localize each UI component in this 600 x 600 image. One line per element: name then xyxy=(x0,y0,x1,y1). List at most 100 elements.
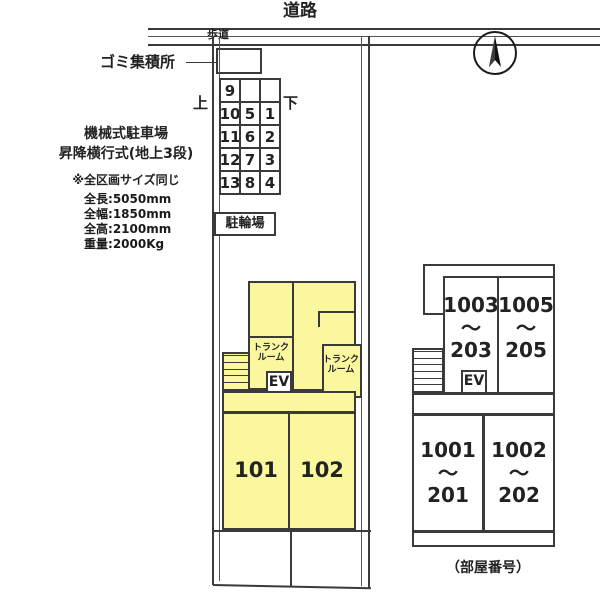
spec-row: 全幅:1850mm xyxy=(84,207,214,222)
spec-label: 全長 xyxy=(84,192,109,206)
key-lower-right-text: 1002 〜 202 xyxy=(491,438,547,508)
trunk-room-1-label: トランク ルーム xyxy=(248,336,294,370)
stairs-steps-right xyxy=(414,351,442,392)
parking-stall-7: 7 xyxy=(239,147,261,172)
bicycle-parking-box xyxy=(214,212,276,236)
stair-step xyxy=(414,351,442,352)
mechanical-parking-note: ※全区画サイズ同じ xyxy=(72,173,180,187)
site-boundary-right-inner xyxy=(361,36,362,586)
parking-stall-empty xyxy=(239,78,261,103)
parking-stall-8: 8 xyxy=(239,170,261,195)
stair-step xyxy=(224,362,248,363)
stair-step xyxy=(414,358,442,359)
mechanical-parking-title-1: 機械式駐車場 xyxy=(84,126,168,142)
site-boundary-right xyxy=(368,36,370,588)
parking-stall-6: 6 xyxy=(239,124,261,149)
key-upper-shell xyxy=(423,264,555,276)
spec-value: 2100mm xyxy=(112,222,172,236)
north-arrow-icon xyxy=(489,36,501,67)
interior-wall-b xyxy=(318,311,320,327)
yard-divider-top xyxy=(213,530,371,532)
key-upper-right-label: 1005 〜 205 xyxy=(497,276,555,380)
trash-area-box xyxy=(216,48,262,74)
key-lower-left-room xyxy=(412,414,484,532)
key-lower-right-room xyxy=(483,414,555,532)
key-lower-right-label: 1002 〜 202 xyxy=(483,414,555,532)
stair-step xyxy=(224,389,248,390)
key-lower-left-label: 1001 〜 201 xyxy=(412,414,484,532)
key-upper-left-label: 1003 〜 203 xyxy=(443,276,499,380)
stairs-block-left xyxy=(222,352,250,392)
stair-step xyxy=(414,384,442,385)
direction-out-label: 下 xyxy=(283,94,299,112)
stair-step xyxy=(414,378,442,379)
spec-value: 2000Kg xyxy=(112,237,165,251)
direction-in-label: 上 xyxy=(193,94,209,112)
stair-step xyxy=(224,369,248,370)
key-upper-shell-left xyxy=(423,264,425,314)
key-upper-right-room xyxy=(497,276,555,394)
stair-step xyxy=(224,355,248,356)
diagram-caption: （部屋番号） xyxy=(446,560,530,576)
parking-stall-3: 3 xyxy=(259,147,281,172)
stair-step xyxy=(414,371,442,372)
unit-101-label: 101 xyxy=(234,458,278,483)
parking-stall-10: 10 xyxy=(219,101,241,126)
spec-row: 重量:2000Kg xyxy=(84,237,214,252)
parking-stall-2: 2 xyxy=(259,124,281,149)
parking-stall-4: 4 xyxy=(259,170,281,195)
stairs-steps-left xyxy=(224,355,248,390)
key-upper-shell-notch xyxy=(423,313,445,315)
compass-rose xyxy=(473,31,517,75)
parking-stall-5: 5 xyxy=(239,101,261,126)
parking-stall-1: 1 xyxy=(259,101,281,126)
road-line-inner xyxy=(148,36,600,37)
key-bottom-strip xyxy=(412,531,555,547)
trunk-room-1-text: トランク ルーム xyxy=(252,342,289,363)
trunk-room-2-box xyxy=(322,344,362,398)
parking-stall-13: 13 xyxy=(219,170,241,195)
parking-stall-12: 12 xyxy=(219,147,241,172)
elevator-label-left: EV xyxy=(268,374,290,391)
sidewalk-label: 歩道 xyxy=(207,28,229,41)
spec-separator: : xyxy=(108,237,113,251)
bicycle-parking-label: 駐輪場 xyxy=(225,215,265,231)
stair-step xyxy=(224,382,248,383)
spec-label: 全高 xyxy=(84,222,109,236)
parking-stall-9: 9 xyxy=(219,78,241,103)
building-corridor-strip xyxy=(222,391,356,413)
sidewalk-line xyxy=(148,44,600,46)
site-boundary-left xyxy=(212,36,214,585)
unit-102-label: 102 xyxy=(300,458,344,483)
spec-row: 全高:2100mm xyxy=(84,222,214,237)
key-lower-left-text: 1001 〜 201 xyxy=(420,438,476,508)
elevator-label-right: EV xyxy=(463,373,485,390)
parking-stall-11: 11 xyxy=(219,124,241,149)
mechanical-parking-title-2: 昇降横行式(地上3段) xyxy=(58,146,194,162)
key-upper-right-text: 1005 〜 205 xyxy=(498,293,554,363)
spec-separator: : xyxy=(108,192,113,206)
interior-wall-a xyxy=(318,311,356,313)
spec-value: 1850mm xyxy=(112,207,172,221)
spec-separator: : xyxy=(108,207,113,221)
stair-step xyxy=(414,364,442,365)
trunk-room-2-label: トランク ルーム xyxy=(320,348,362,382)
trash-area-label: ゴミ集積所 xyxy=(100,53,176,71)
key-upper-left-text: 1003 〜 203 xyxy=(443,293,499,363)
spec-row: 全長:5050mm xyxy=(84,192,214,207)
yard-divider-mid xyxy=(290,530,292,586)
spec-label: 重量 xyxy=(84,237,109,251)
stair-step xyxy=(224,375,248,376)
unit-102-box xyxy=(288,412,356,530)
spec-label: 全幅 xyxy=(84,207,109,221)
road-line-outer xyxy=(148,28,600,30)
key-corridor-strip xyxy=(412,393,555,415)
spec-value: 5050mm xyxy=(112,192,172,206)
site-boundary-left-inner xyxy=(219,36,220,581)
stair-step xyxy=(414,391,442,392)
parking-stall-empty xyxy=(259,78,281,103)
trunk-room-2-text: トランク ルーム xyxy=(322,354,359,375)
